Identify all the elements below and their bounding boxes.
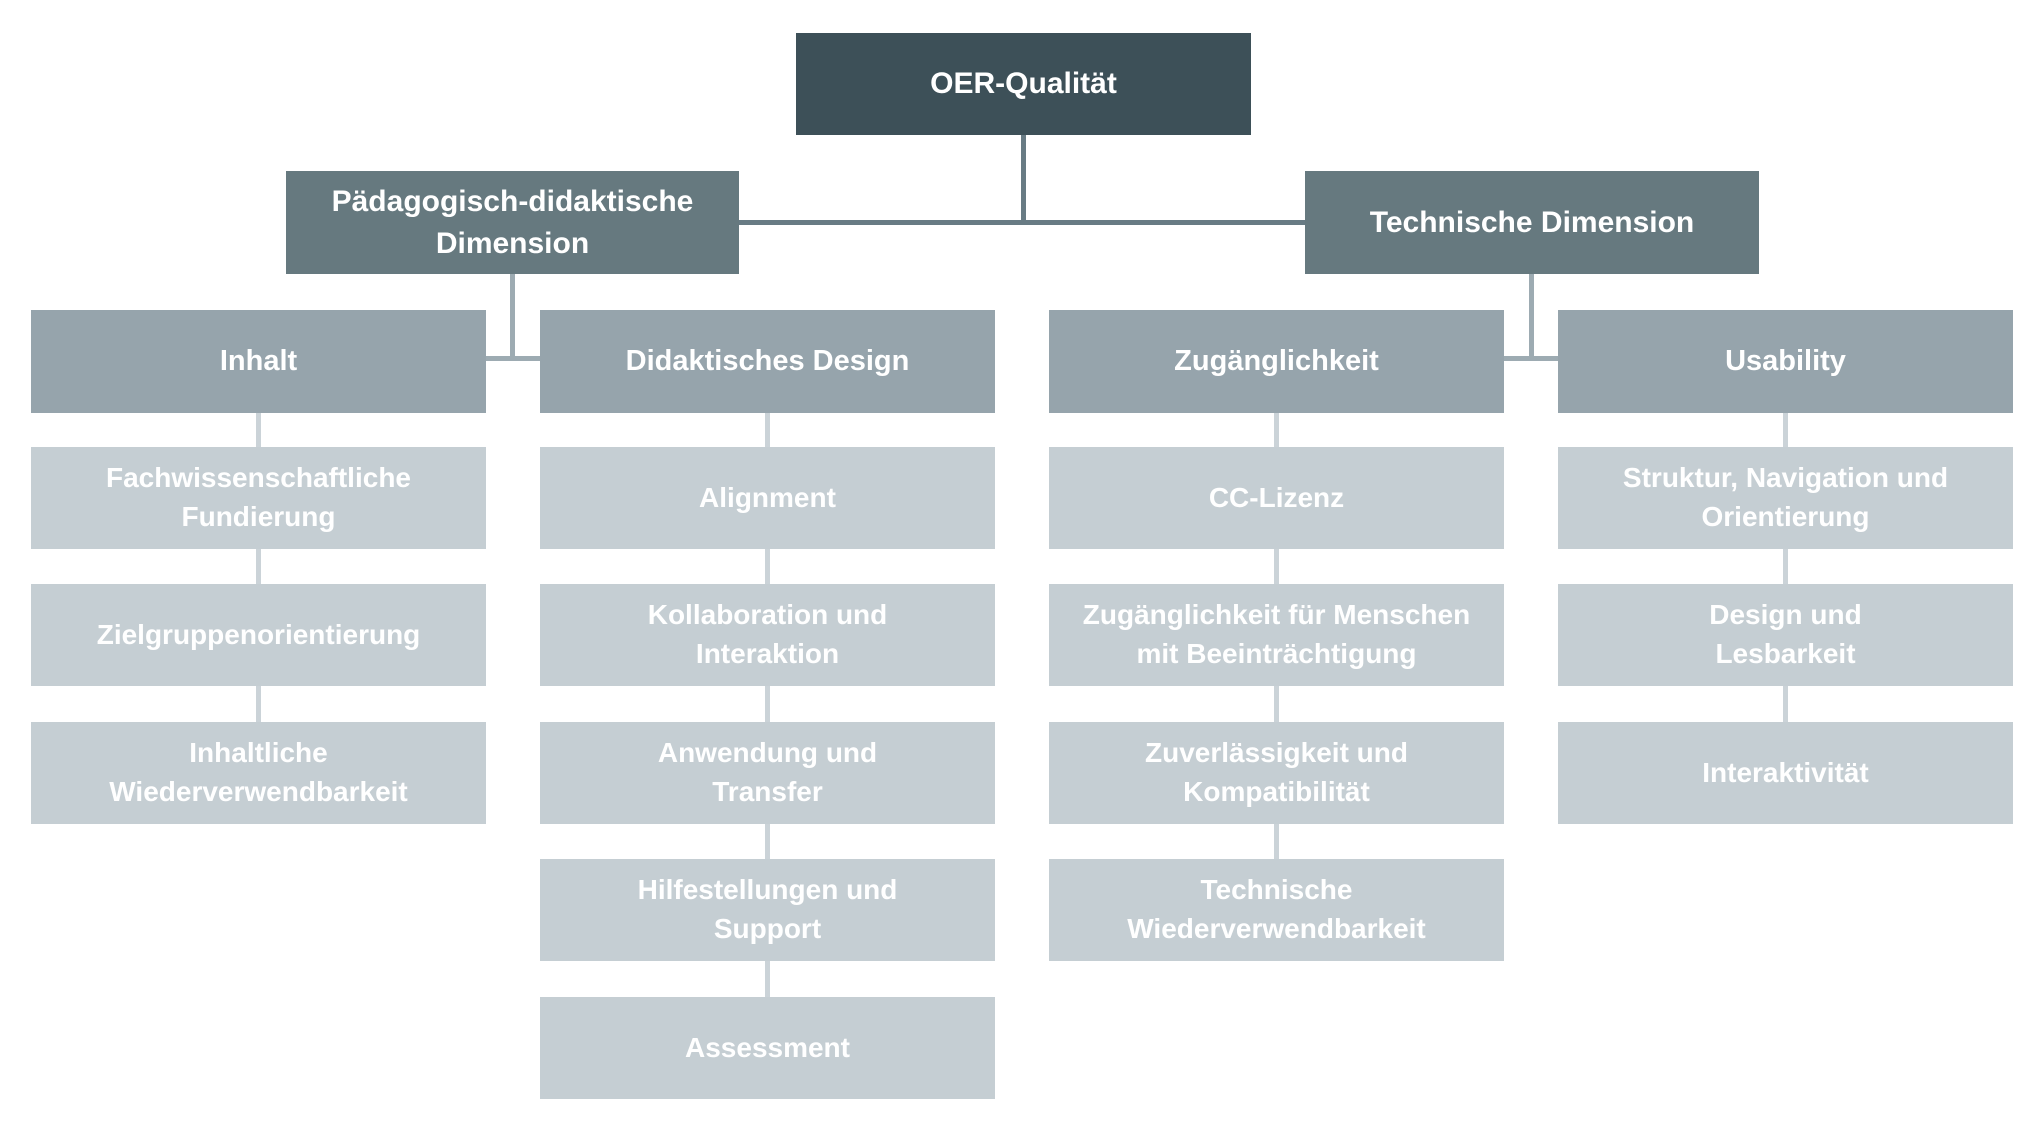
connector-item: [765, 961, 770, 997]
connector-right-junction-horizontal: [1504, 356, 1558, 361]
connector-item: [765, 549, 770, 584]
node-anwendung-und-transfer: Anwendung und Transfer: [540, 722, 995, 824]
connector-item: [256, 549, 261, 584]
column-header-usability: Usability: [1558, 310, 2013, 413]
connector-left-dimension-vertical: [510, 274, 515, 361]
column-header-inhalt: Inhalt: [31, 310, 486, 413]
connector-item: [1274, 824, 1279, 859]
node-cc-lizenz: CC-Lizenz: [1049, 447, 1504, 549]
connector-item: [1274, 413, 1279, 447]
dimension-node-technisch: Technische Dimension: [1305, 171, 1759, 274]
column-header-zugaenglichkeit: Zugänglichkeit: [1049, 310, 1504, 413]
node-kollaboration-und-interaktion: Kollaboration und Interaktion: [540, 584, 995, 686]
connector-item: [1274, 549, 1279, 584]
node-assessment: Assessment: [540, 997, 995, 1099]
dimension-node-paedagogisch-didaktisch: Pädagogisch-didaktische Dimension: [286, 171, 739, 274]
node-inhaltliche-wiederverwendbarkeit: Inhaltliche Wiederverwendbarkeit: [31, 722, 486, 824]
node-design-und-lesbarkeit: Design und Lesbarkeit: [1558, 584, 2013, 686]
root-node-oer-qualitaet: OER-Qualität: [796, 33, 1251, 135]
connector-item: [765, 686, 770, 722]
node-zielgruppenorientierung: Zielgruppenorientierung: [31, 584, 486, 686]
connector-left-junction-horizontal: [486, 356, 540, 361]
connector-dimensions-horizontal: [739, 220, 1305, 225]
connector-item: [765, 824, 770, 859]
node-hilfestellungen-und-support: Hilfestellungen und Support: [540, 859, 995, 961]
connector-item: [1783, 549, 1788, 584]
connector-item: [1274, 686, 1279, 722]
connector-item: [256, 413, 261, 447]
connector-right-dimension-vertical: [1529, 274, 1534, 361]
connector-item: [1783, 686, 1788, 722]
connector-item: [765, 413, 770, 447]
node-zuverlaessigkeit-und-kompatibilitaet: Zuverlässigkeit und Kompatibilität: [1049, 722, 1504, 824]
node-alignment: Alignment: [540, 447, 995, 549]
node-zugaenglichkeit-fuer-menschen: Zugänglichkeit für Menschen mit Beeinträ…: [1049, 584, 1504, 686]
node-fachwissenschaftliche-fundierung: Fachwissenschaftliche Fundierung: [31, 447, 486, 549]
connector-item: [1783, 413, 1788, 447]
node-technische-wiederverwendbarkeit: Technische Wiederverwendbarkeit: [1049, 859, 1504, 961]
connector-item: [256, 686, 261, 722]
connector-root-vertical: [1021, 135, 1026, 222]
node-interaktivitaet: Interaktivität: [1558, 722, 2013, 824]
column-header-didaktisches-design: Didaktisches Design: [540, 310, 995, 413]
node-struktur-navigation-orientierung: Struktur, Navigation und Orientierung: [1558, 447, 2013, 549]
